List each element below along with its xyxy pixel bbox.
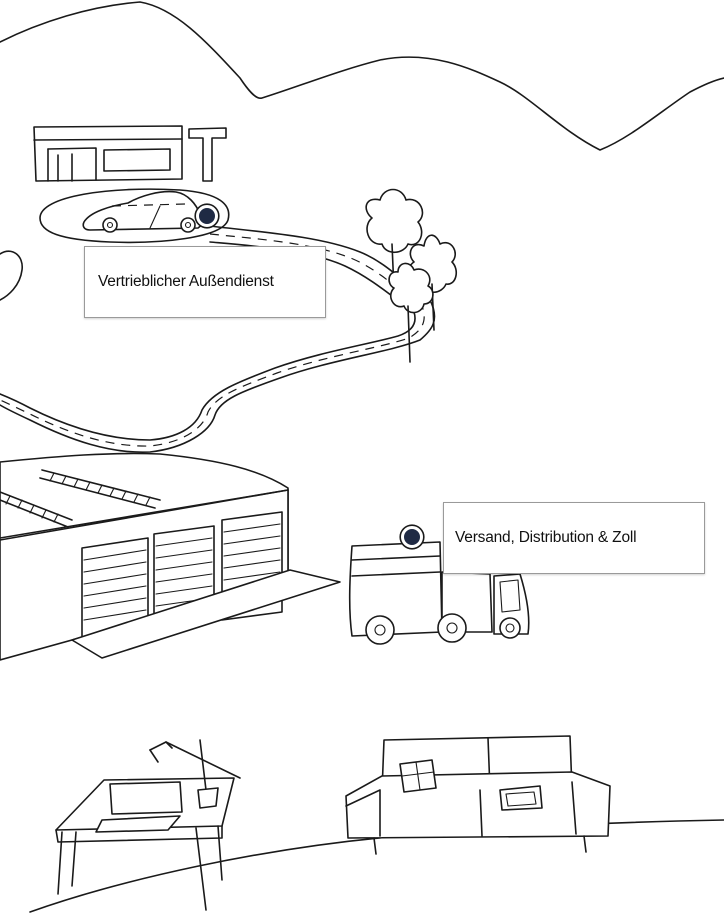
t-sign-icon [189,128,226,181]
partial-shape-left [0,251,22,300]
hotspot-label: Vertrieblicher Außendienst [98,273,274,291]
location-pin-icon[interactable] [401,526,423,548]
warehouse [0,453,340,660]
sofa-icon [346,736,610,854]
location-pin-icon[interactable] [196,205,218,227]
desk-icon [56,740,240,910]
hotspot-label: Versand, Distribution & Zoll [455,529,636,547]
trees [366,190,456,363]
hotspot-versand[interactable]: Versand, Distribution & Zoll [443,502,705,574]
mountain-ridge [0,2,724,150]
storefront-icon [34,126,182,181]
hotspot-aussendienst[interactable]: Vertrieblicher Außendienst [84,246,326,318]
